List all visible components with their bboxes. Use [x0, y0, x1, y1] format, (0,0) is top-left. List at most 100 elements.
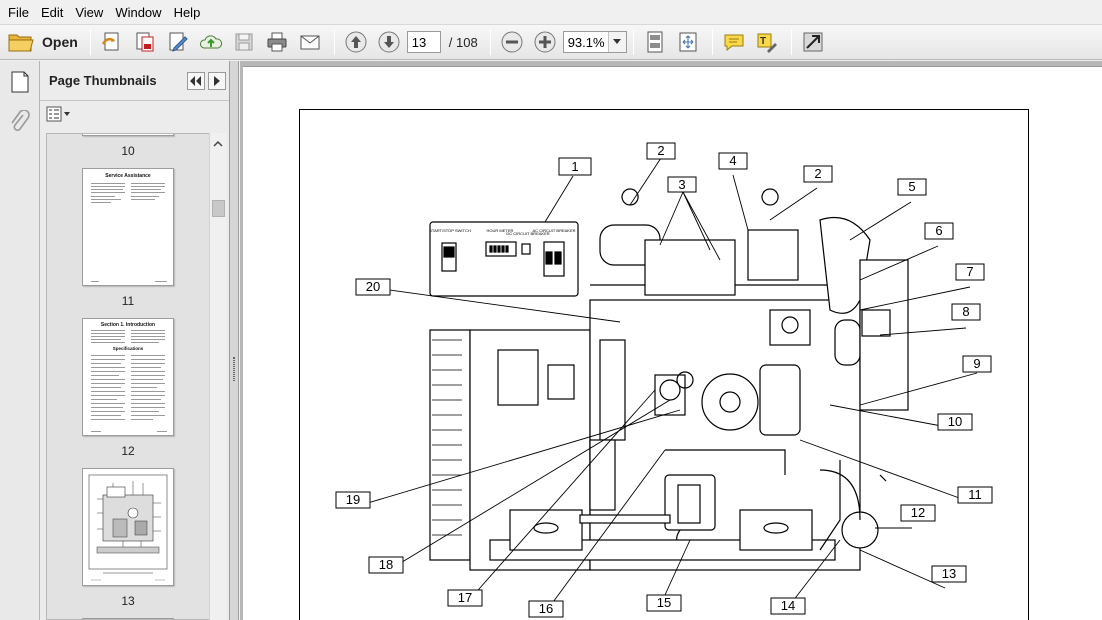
highlighter-icon: T	[757, 33, 777, 53]
thumbnail-page-12[interactable]: Section 1. Introduction Specifications	[82, 318, 174, 436]
document-view[interactable]: START/STOP SWITCH HOUR METER DC CIRCUIT …	[240, 61, 1102, 620]
print-button[interactable]	[262, 28, 292, 56]
list-options-icon	[46, 106, 70, 122]
combine-files-button[interactable]	[130, 28, 160, 56]
callout-label: 3	[678, 177, 685, 192]
callout-label: 10	[948, 414, 962, 429]
combine-files-icon	[136, 32, 154, 52]
fit-page-button[interactable]	[640, 28, 670, 56]
menu-view[interactable]: View	[75, 4, 104, 20]
page-thumbnails-nav-button[interactable]	[7, 69, 33, 95]
thumbnail-options-button[interactable]	[46, 104, 72, 124]
save-button[interactable]	[229, 28, 259, 56]
full-screen-button[interactable]	[798, 28, 828, 56]
zoom-dropdown-button[interactable]	[607, 32, 626, 52]
toolbar-separator	[632, 29, 634, 55]
callout-label: 17	[458, 590, 472, 605]
callout-label: 20	[366, 279, 380, 294]
toolbar-separator	[333, 29, 335, 55]
callout-label: 13	[942, 566, 956, 581]
thumbnails-scrollbar[interactable]	[209, 133, 226, 620]
arrow-down-circle-icon	[378, 31, 400, 53]
pages-icon	[11, 71, 29, 93]
create-pdf-button[interactable]	[97, 28, 127, 56]
previous-page-button[interactable]	[341, 28, 371, 56]
zoom-in-button[interactable]	[530, 28, 560, 56]
upload-button[interactable]	[196, 28, 226, 56]
comment-button[interactable]	[719, 28, 749, 56]
menu-edit[interactable]: Edit	[40, 4, 64, 20]
open-label: Open	[42, 34, 78, 50]
menu-bar: File Edit View Window Help	[0, 0, 1102, 24]
thumbnail-heading: Service Assistance	[105, 173, 151, 179]
scroll-up-button[interactable]	[212, 137, 224, 149]
page-thumbnails-panel: Page Thumbnails 10 Service Assistance 11	[40, 61, 230, 620]
email-button[interactable]	[295, 28, 325, 56]
callout-label: 4	[729, 153, 736, 168]
figure-frame: START/STOP SWITCH HOUR METER DC CIRCUIT …	[299, 109, 1029, 620]
thumbnail-page-number: 10	[121, 144, 135, 158]
expand-icon	[803, 32, 823, 52]
printer-icon	[267, 32, 287, 52]
toolbar: Open / 108	[0, 24, 1102, 60]
thumbnail-page-13[interactable]	[82, 468, 174, 586]
panel-splitter[interactable]	[230, 61, 239, 620]
expand-panel-button[interactable]	[208, 71, 226, 90]
callout-label: 8	[962, 304, 969, 319]
callout-label: 9	[973, 356, 980, 371]
thumbnail-page-11[interactable]: Service Assistance	[82, 168, 174, 286]
menu-file[interactable]: File	[8, 4, 29, 20]
zoom-input[interactable]	[563, 32, 608, 52]
fit-width-icon	[679, 32, 697, 52]
toolbar-separator	[711, 29, 713, 55]
toolbar-separator	[89, 29, 91, 55]
callout-label: 2	[657, 143, 664, 158]
toolbar-separator	[790, 29, 792, 55]
chevron-right-icon	[214, 75, 220, 86]
scroll-thumb[interactable]	[212, 200, 225, 217]
toolbar-separator	[489, 29, 491, 55]
double-chevron-left-icon	[190, 75, 201, 86]
callout-label: 2	[814, 166, 821, 181]
callout-label: 19	[346, 492, 360, 507]
svg-text:T: T	[760, 36, 766, 47]
thumbnail-page-14[interactable]	[82, 618, 174, 619]
envelope-icon	[300, 35, 320, 50]
minus-circle-icon	[501, 31, 523, 53]
paperclip-icon	[11, 110, 30, 131]
folder-icon	[8, 34, 34, 52]
callout-label: 7	[966, 264, 973, 279]
zoom-select[interactable]	[562, 31, 627, 53]
thumbnail-page-10[interactable]	[82, 134, 174, 136]
thumbnail-page-number: 12	[121, 444, 135, 458]
open-button[interactable]: Open	[6, 28, 84, 56]
page-total: / 108	[448, 34, 478, 50]
thumbnails-title: Page Thumbnails	[49, 73, 157, 88]
callout-label: 6	[935, 223, 942, 238]
menu-window[interactable]: Window	[115, 4, 162, 20]
fit-width-button[interactable]	[673, 28, 703, 56]
thumbnail-diagram	[88, 474, 168, 581]
next-page-button[interactable]	[374, 28, 404, 56]
zoom-out-button[interactable]	[497, 28, 527, 56]
edit-document-button[interactable]	[163, 28, 193, 56]
speech-bubble-icon	[724, 34, 744, 52]
callout-label: 16	[539, 601, 553, 616]
callout-label: 1	[571, 159, 578, 174]
thumbnail-subheading: Specifications	[112, 346, 144, 351]
page-number-input[interactable]	[406, 31, 441, 53]
collapse-panel-button[interactable]	[187, 71, 205, 90]
chevron-up-icon	[213, 140, 223, 147]
thumbnail-heading: Section 1. Introduction	[100, 322, 156, 328]
attachments-nav-button[interactable]	[7, 109, 33, 135]
menu-help[interactable]: Help	[173, 4, 201, 20]
cloud-upload-icon	[199, 35, 222, 49]
create-pdf-icon	[101, 32, 119, 51]
save-disk-icon	[235, 33, 253, 51]
callout-label: 18	[379, 557, 393, 572]
panel-label: DC CIRCUIT BREAKER	[506, 231, 549, 236]
panel-label: START/STOP SWITCH	[429, 228, 471, 233]
callout-label: 5	[908, 179, 915, 194]
highlight-text-button[interactable]: T	[752, 28, 782, 56]
pencil-page-icon	[169, 32, 188, 52]
